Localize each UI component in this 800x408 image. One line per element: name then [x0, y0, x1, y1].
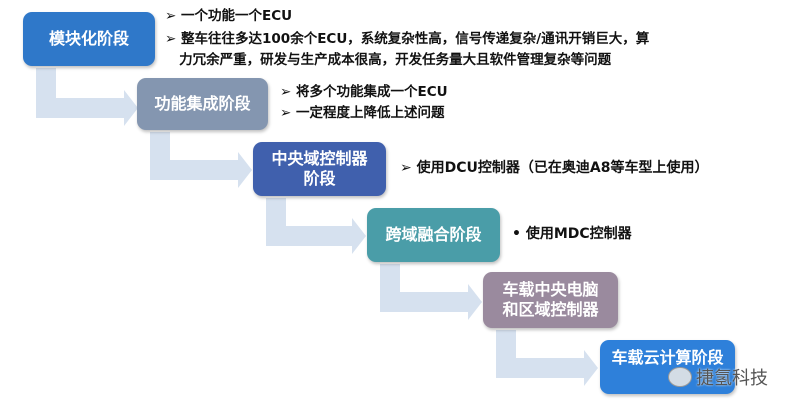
- stage-cloud-computing: 车载云计算阶段: [600, 340, 735, 394]
- arrow-3: [266, 198, 366, 254]
- stage-4-notes: • 使用MDC控制器: [512, 226, 632, 242]
- wechat-icon: [668, 367, 692, 387]
- arrow-5: [496, 330, 598, 386]
- stage-modular: 模块化阶段: [23, 12, 155, 66]
- stage-function-integration: 功能集成阶段: [137, 78, 268, 130]
- stage-central-domain: 中央域控制器 阶段: [253, 142, 386, 196]
- stage-2-notes: ➢ 将多个功能集成一个ECU ➢ 一定程度上降低上述问题: [280, 84, 448, 121]
- watermark-text: 捷氢科技: [696, 368, 768, 389]
- watermark: 捷氢科技: [668, 364, 768, 390]
- stage-3-notes: ➢ 使用DCU控制器（已在奥迪A8等车型上使用）: [400, 160, 709, 176]
- stage-cross-domain: 跨域融合阶段: [367, 208, 500, 262]
- arrow-1: [36, 68, 138, 126]
- stage-central-computer: 车载中央电脑 和区域控制器: [483, 272, 618, 328]
- stage-1-notes: ➢ 一个功能一个ECU ➢ 整车往往多达100余个ECU，系统复杂性高，信号传递…: [165, 8, 650, 68]
- arrow-2: [150, 132, 252, 188]
- arrow-4: [380, 264, 482, 320]
